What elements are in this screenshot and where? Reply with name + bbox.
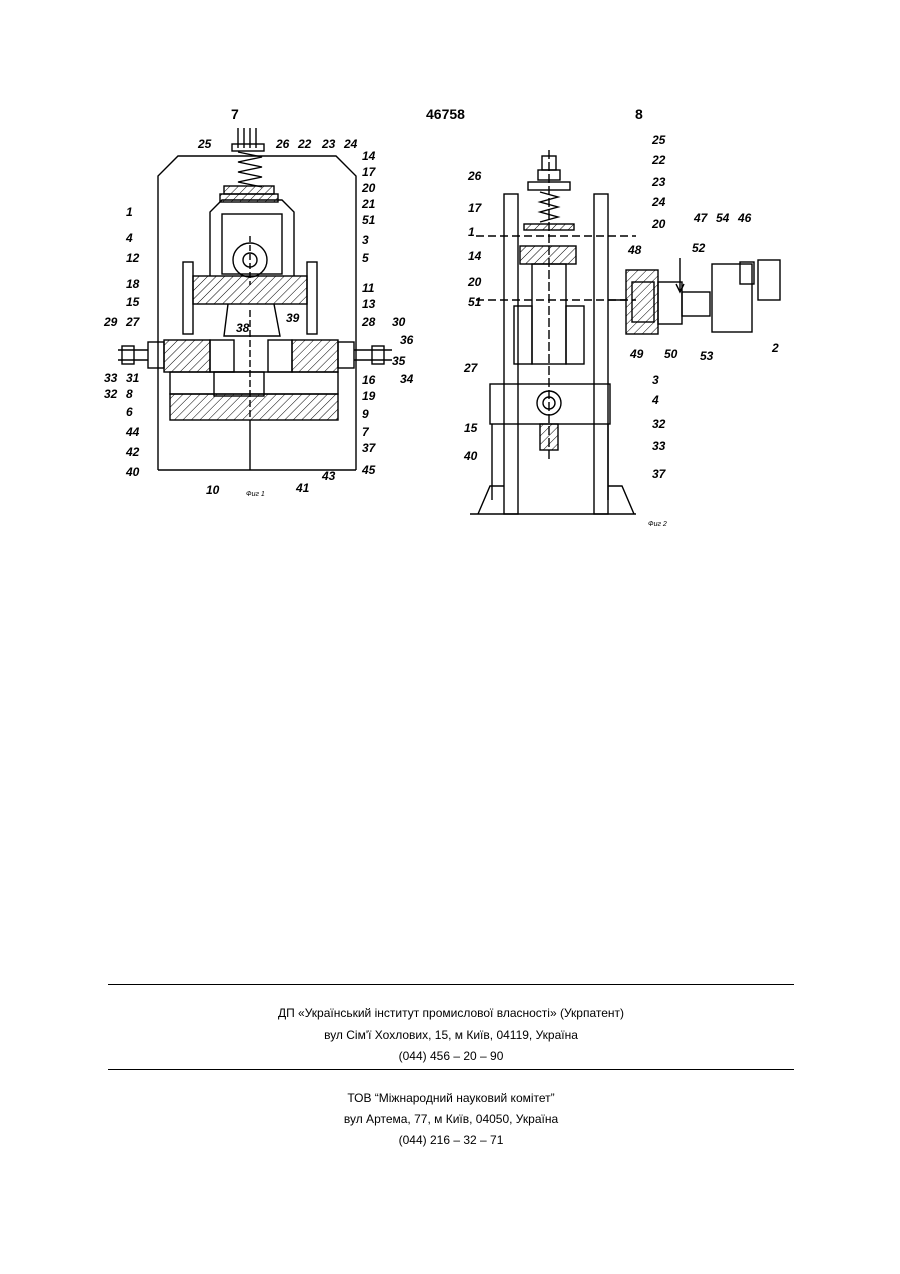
part-label: 4 [125,231,133,245]
part-label: 9 [362,407,369,421]
part-label: 2 [771,341,779,355]
figure-1-caption: Фиг 1 [246,491,265,498]
part-label: 49 [629,347,644,361]
part-label: 26 [467,169,482,183]
part-label: 15 [464,421,478,435]
part-label: 47 [693,211,709,225]
divider-top [108,984,794,985]
publisher-address: вул Сім'ї Хохлових, 15, м Київ, 04119, У… [108,1028,794,1042]
part-label: 19 [362,389,376,403]
part-label: 12 [126,251,140,265]
part-label: 51 [468,295,482,309]
part-label: 27 [125,315,141,329]
part-label: 33 [652,439,666,453]
part-label: 32 [104,387,118,401]
part-label: 28 [361,315,376,329]
part-label: 22 [297,137,312,151]
part-label: 39 [286,311,300,325]
part-label: 13 [362,297,376,311]
part-label: 44 [125,425,140,439]
part-label: 43 [321,469,336,483]
part-label: 3 [362,233,369,247]
part-label: 20 [467,275,482,289]
technical-drawings: 25 26 22 23 24 14 17 20 21 51 3 5 11 13 … [0,0,900,560]
part-label: 3 [652,373,659,387]
part-label: 5 [362,251,369,265]
part-label: 16 [362,373,376,387]
printer-phone: (044) 216 – 32 – 71 [108,1133,794,1147]
part-label: 4 [651,393,659,407]
figure-2-drawing [470,150,780,514]
part-label: 24 [651,195,666,209]
part-label: 8 [126,387,133,401]
part-label: 41 [295,481,310,495]
part-label: 20 [361,181,376,195]
part-label: 53 [700,349,714,363]
part-label: 46 [737,211,752,225]
part-label: 52 [692,241,706,255]
part-label: 20 [651,217,666,231]
part-label: 42 [125,445,140,459]
part-label: 32 [652,417,666,431]
part-label: 14 [362,149,376,163]
part-label: 10 [206,483,220,497]
part-label: 40 [463,449,478,463]
part-label: 27 [463,361,479,375]
part-label: 40 [125,465,140,479]
part-label: 7 [362,425,370,439]
part-label: 38 [236,321,250,335]
part-label: 54 [716,211,730,225]
part-label: 36 [400,333,414,347]
part-label: 51 [362,213,376,227]
part-label: 26 [275,137,290,151]
part-label: 45 [361,463,376,477]
part-label: 11 [362,281,375,295]
part-label: 23 [651,175,666,189]
part-label: 35 [392,354,406,368]
publisher-phone: (044) 456 – 20 – 90 [108,1049,794,1063]
part-label: 21 [361,197,376,211]
part-label: 23 [321,137,336,151]
part-label: 17 [468,201,483,215]
part-label: 25 [197,137,212,151]
part-label: 33 [104,371,118,385]
part-label: 15 [126,295,140,309]
part-label: 48 [627,243,642,257]
part-label: 37 [652,467,667,481]
printer-address: вул Артема, 77, м Київ, 04050, Україна [108,1112,794,1126]
part-label: 31 [126,371,140,385]
part-label: 50 [664,347,678,361]
part-label: 29 [103,315,118,329]
part-label: 1 [468,225,475,239]
printer-name: ТОВ “Міжнародний науковий комітет” [108,1091,794,1105]
part-label: 6 [126,405,133,419]
part-label: 1 [126,205,133,219]
part-label: 34 [400,372,414,386]
publisher-name: ДП «Український інститут промислової вла… [108,1006,794,1020]
part-label: 17 [362,165,377,179]
part-label: 18 [126,277,140,291]
part-label: 25 [651,133,666,147]
part-label: 14 [468,249,482,263]
figure-2-caption: Фиг 2 [648,521,667,528]
figure-1-drawing [118,128,392,470]
part-label: 30 [392,315,406,329]
part-label: 24 [343,137,358,151]
divider-bottom [108,1069,794,1070]
part-label: 37 [362,441,377,455]
part-label: 22 [651,153,666,167]
